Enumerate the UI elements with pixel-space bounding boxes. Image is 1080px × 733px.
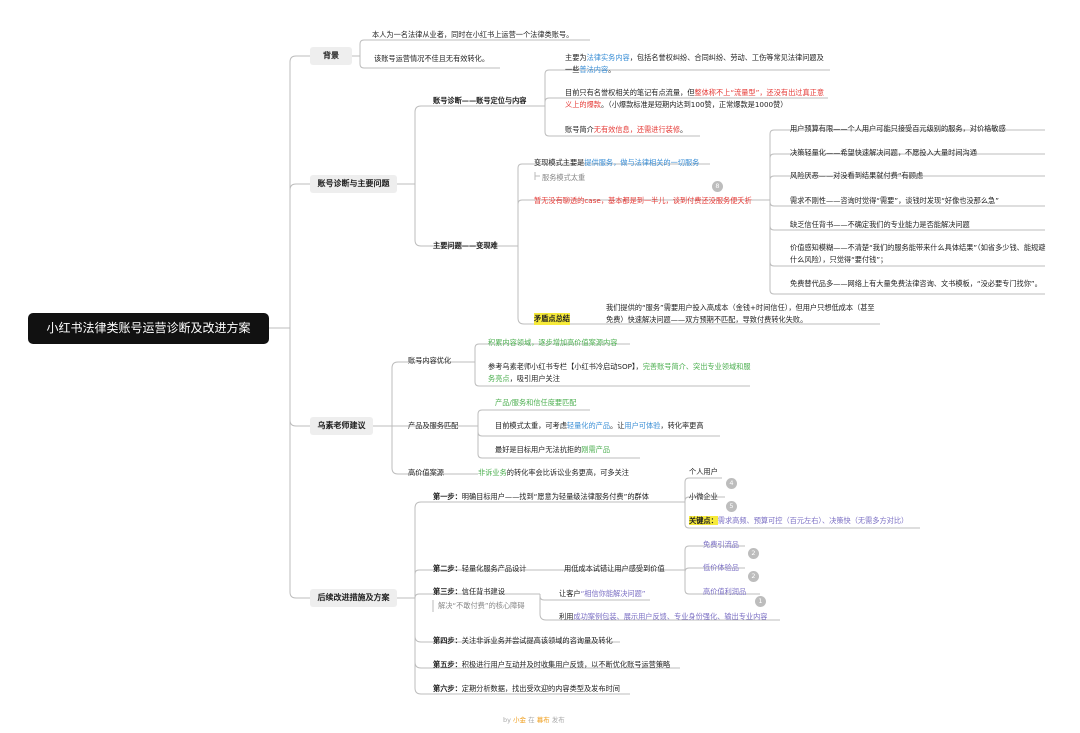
step-2: 第二步：轻量化服务产品设计 <box>433 564 527 573</box>
count-badge: 5 <box>726 501 737 512</box>
diagnosis-positioning-3: 账号简介无有效信息，还需进行装修。 <box>565 125 688 134</box>
count-badge: 1 <box>755 596 766 607</box>
user-point: 缺乏信任背书——不确定我们的专业能力是否能解决问题 <box>790 220 970 229</box>
step-2-desc: 用低成本试错让用户感受到价值 <box>564 564 665 573</box>
step-1-key: 关键点：需求高频、预算可控（百元左右）、决策快（无需多方对比） <box>689 516 909 525</box>
user-point: 免费替代品多——网络上有大量免费法律咨询、文书模板，“没必要专门找你”。 <box>790 279 1042 288</box>
step-6: 第六步：定期分析数据，找出受欢迎的内容类型及发布时间 <box>433 684 620 693</box>
suggestion-product-3: 最好是目标用户无法抗拒的刚需产品 <box>495 445 611 454</box>
step-3-a: 让客户“相信你能解决问题” <box>559 589 646 598</box>
suggestion-highvalue-label: 高价值案源 <box>408 468 444 477</box>
suggestion-content-label: 账号内容优化 <box>408 356 452 365</box>
count-badge: 4 <box>726 478 737 489</box>
diagnosis-problem-label: 主要问题——变现难 <box>433 241 498 250</box>
product-free: 免费引流品 <box>703 540 739 549</box>
diagnosis-model-sub: 服务模式太重 <box>542 173 586 182</box>
user-point: 决策轻量化——希望快速解决问题，不愿投入大量时间沟通 <box>790 148 977 157</box>
user-point: 风险厌恶——对没看到结果就付费“有顾虑 <box>790 171 924 180</box>
suggestion-highvalue-1: 非诉业务的转化率会比诉讼业务更高，可多关注 <box>478 468 629 477</box>
suggestion-content-1: 积累内容领域，逐步增加高价值案源内容 <box>488 338 618 347</box>
diagnosis-case: 暂无没有聊透的case，基本都是到一半儿，谈到付费还没服务便夭折 <box>534 196 752 205</box>
target-smb: 小微企业 <box>689 492 718 501</box>
step-4: 第四步：关注非诉业务并尝试提高该领域的咨询量及转化 <box>433 636 613 645</box>
suggestion-product-2: 目前模式太重，可考虑轻量化的产品。让用户可体验，转化率更高 <box>495 421 704 430</box>
count-badge: 8 <box>712 181 723 192</box>
footer-credit: by 小金 在 幕布 发布 <box>503 716 565 724</box>
product-low: 低价体验品 <box>703 563 739 572</box>
suggestion-product-label: 产品及服务匹配 <box>408 421 459 430</box>
diagnosis-model: 变现模式主要是提供服务，做与法律相关的一切服务 <box>534 158 700 167</box>
target-personal: 个人用户 <box>689 467 718 476</box>
count-badge: 2 <box>748 571 759 582</box>
background-line-2: 该账号运营情况不佳且无有效转化。 <box>374 54 490 63</box>
diagnosis-pain-label: 矛盾点总结 <box>534 313 570 325</box>
step-5: 第五步：积极进行用户互动并及时收集用户反馈，以不断优化账号运营策略 <box>433 660 671 669</box>
branch-background: 背景 <box>310 47 352 65</box>
suggestion-product-1: 产品/服务和信任度要匹配 <box>495 398 577 407</box>
background-line-1: 本人为一名法律从业者，同时在小红书上运营一个法律类账号。 <box>372 30 574 39</box>
diagnosis-pain: 我们提供的“服务”需要用户投入高成本（金钱+时间信任），但用户只想低成本（甚至免… <box>606 303 875 324</box>
step-3: 第三步：信任背书建设 <box>433 587 505 596</box>
user-point: 用户预算有限——个人用户可能只接受百元级别的服务，对价格敏感 <box>790 124 1006 133</box>
diagnosis-positioning-1: 主要为法律实务内容，包括名誉权纠纷、合同纠纷、劳动、工伤等常见法律问题及一些普法… <box>565 53 824 74</box>
diagnosis-positioning-2: 目前只有名誉权相关的笔记有点流量，但整体称不上“流量型”，还没有出过真正意义上的… <box>565 88 825 109</box>
suggestion-content-2: 参考乌素老师小红书专栏【小红书冷启动SOP】，完善账号简介、突出专业领域和服务亮… <box>488 362 751 383</box>
step-1: 第一步：明确目标用户——找到“愿意为轻量级法律服务付费”的群体 <box>433 492 649 501</box>
product-high: 高价值利润品 <box>703 587 747 596</box>
branch-diagnosis: 账号诊断与主要问题 <box>310 175 397 193</box>
count-badge: 2 <box>748 548 759 559</box>
branch-followup: 后续改进措施及方案 <box>310 589 397 607</box>
user-point: 需求不刚性——咨询时觉得“需要”，谈钱时发现“好像也没那么急” <box>790 196 999 205</box>
step-3-sub: 解决“不敢付费”的核心障碍 <box>438 601 525 610</box>
step-3-b: 利用成功案例包装、展示用户反馈、专业身份强化、输出专业内容 <box>559 612 768 621</box>
root-title: 小红书法律类账号运营诊断及改进方案 <box>28 313 269 344</box>
branch-suggestions: 乌素老师建议 <box>310 417 373 435</box>
diagnosis-positioning-label: 账号诊断——账号定位与内容 <box>433 96 527 105</box>
user-point: 价值感知模糊——不清楚“我们的服务能带来什么具体结果”（如省多少钱、能规避什么风… <box>790 243 1046 264</box>
